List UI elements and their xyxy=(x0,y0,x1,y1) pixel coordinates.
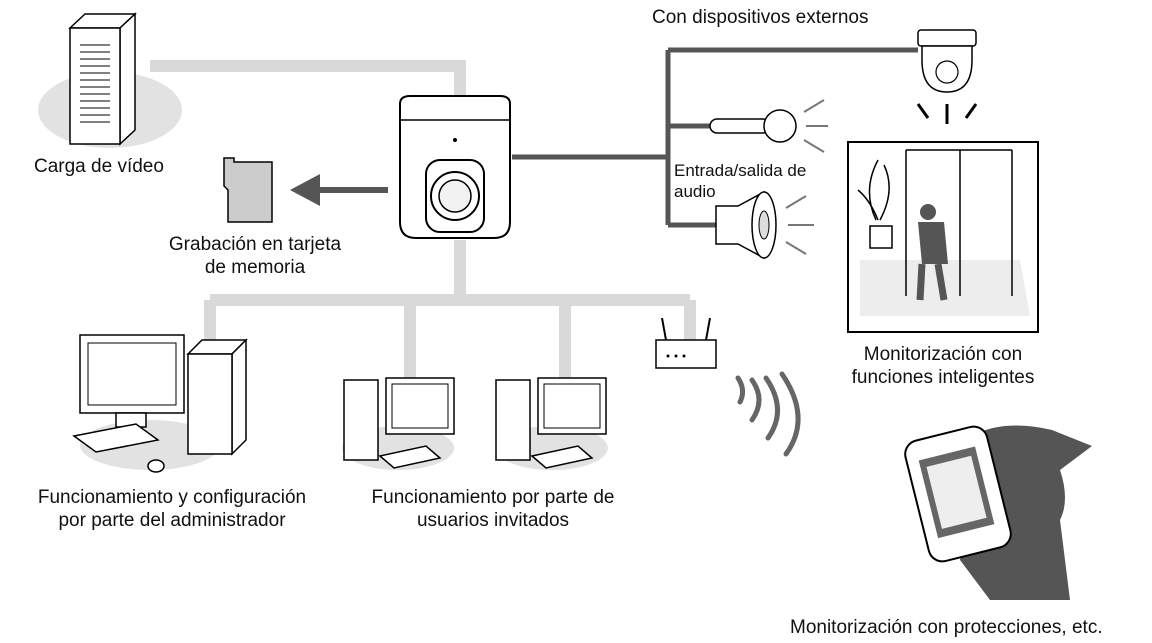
guest-computer-icon xyxy=(342,377,455,470)
audio-io-label: Entrada/salida de audio xyxy=(674,160,806,202)
smart-monitoring-label-line2: funciones inteligentes xyxy=(851,367,1035,388)
network-camera-icon xyxy=(399,95,511,239)
admin-label-line2: por parte del administrador xyxy=(58,510,286,531)
sd-card-icon xyxy=(223,157,273,223)
wireless-signal-icon xyxy=(735,371,801,457)
audio-io-label-line1: Entrada/salida de xyxy=(674,161,807,180)
network-lines xyxy=(150,60,696,380)
door-scene-icon xyxy=(847,141,1039,333)
record-arrow xyxy=(290,174,388,206)
external-devices-label: Con dispositivos externos xyxy=(652,7,869,28)
smartphone-user-icon xyxy=(904,425,1092,600)
audio-io-label-line2: audio xyxy=(674,182,716,201)
microphone-icon xyxy=(709,99,828,153)
server-icon xyxy=(38,12,182,148)
device-lines xyxy=(512,47,918,228)
smart-monitoring-label-line1: Monitorización con xyxy=(863,344,1023,365)
video-upload-label: Carga de vídeo xyxy=(34,156,164,177)
router-icon xyxy=(655,317,717,369)
admin-computer-icon xyxy=(72,334,248,473)
guest-label-line1: Funcionamiento por parte de xyxy=(371,487,615,508)
smart-monitoring-label: Monitorización con funciones inteligente… xyxy=(838,343,1048,389)
guest-label: Funcionamiento por parte de usuarios inv… xyxy=(338,486,648,532)
speaker-icon xyxy=(715,190,814,260)
guest-label-line2: usuarios invitados xyxy=(416,510,570,531)
mobile-monitoring-label: Monitorización con protecciones, etc. xyxy=(790,617,1103,638)
memory-card-label-line1: Grabación en tarjeta xyxy=(168,234,342,255)
admin-label-line1: Funcionamiento y configuración xyxy=(37,487,307,508)
memory-card-label: Grabación en tarjeta de memoria xyxy=(140,233,370,279)
dome-camera-icon xyxy=(916,29,978,124)
guest-computer-icon xyxy=(495,377,608,470)
admin-label: Funcionamiento y configuración por parte… xyxy=(4,486,340,532)
memory-card-label-line2: de memoria xyxy=(204,257,306,278)
